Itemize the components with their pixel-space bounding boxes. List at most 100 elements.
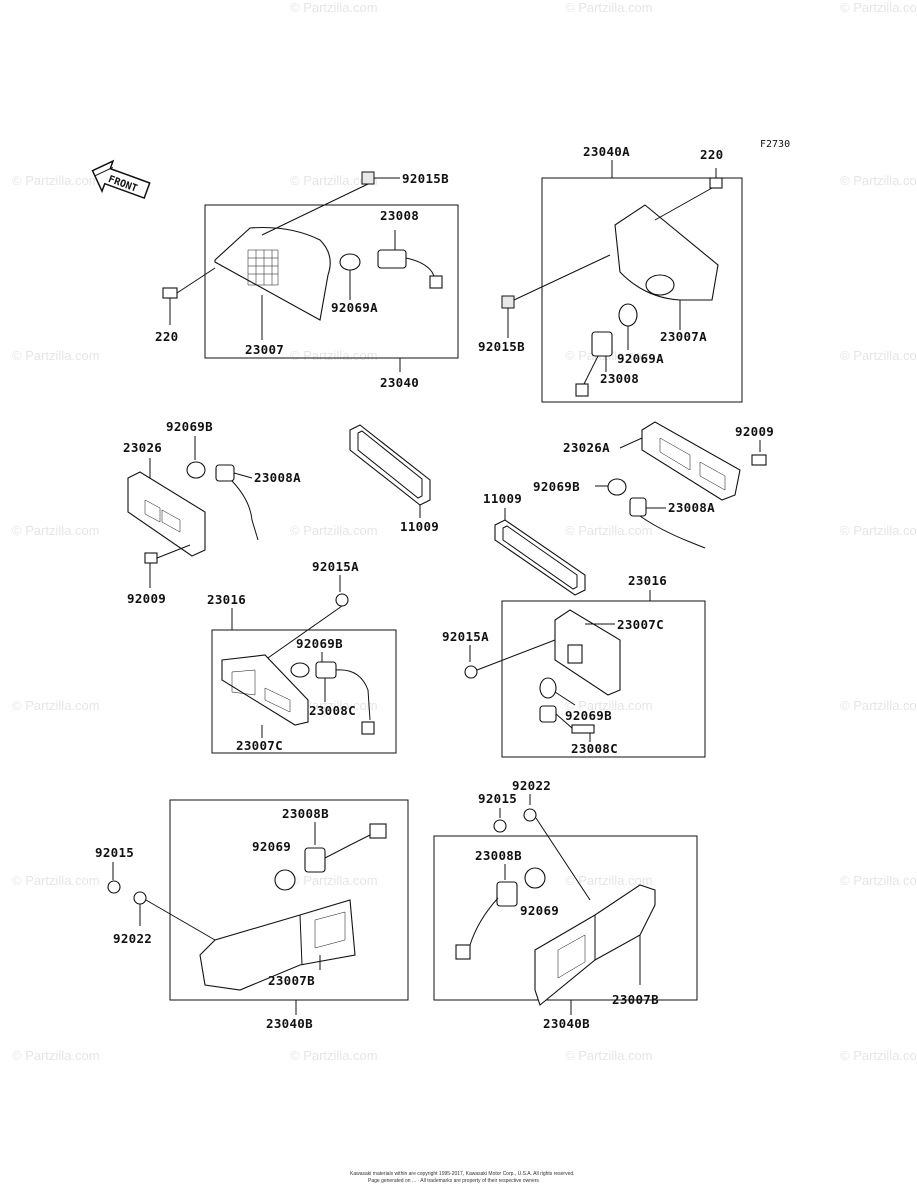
nut-92015A: [335, 593, 349, 607]
nut-92015: [107, 880, 121, 894]
watermark: © Partzilla.com: [840, 0, 917, 15]
wire: [335, 669, 371, 721]
leader: [654, 168, 717, 221]
watermark-layer: © Partzilla.com © Partzilla.com © Partzi…: [12, 0, 917, 1063]
part-label-23040B: 23040B: [266, 1016, 313, 1031]
watermark: © Partzilla.com: [12, 1048, 100, 1063]
lens-pattern: [557, 934, 586, 979]
part-label-23008: 23008: [380, 208, 419, 223]
nut-92015A: [464, 665, 478, 679]
screw-220: [709, 177, 723, 189]
screw-220: [162, 287, 178, 299]
wire: [639, 507, 706, 549]
leader: [264, 605, 343, 661]
part-label-92015A: 92015A: [442, 629, 489, 644]
socket-23008: [377, 249, 407, 269]
socket-23008A: [215, 464, 235, 482]
part-label-23016: 23016: [628, 573, 667, 588]
gasket-inner: [357, 430, 423, 499]
lens-pattern: [659, 437, 726, 491]
watermark: © Partzilla.com: [12, 873, 100, 888]
connector: [429, 275, 443, 289]
watermark: © Partzilla.com: [290, 1048, 378, 1063]
watermark: © Partzilla.com: [840, 698, 917, 713]
gasket-inner: [502, 525, 578, 590]
wire: [583, 355, 599, 385]
assembly-23040: 92015B 23008 92069A 220 23007 23040: [155, 171, 459, 390]
watermark: © Partzilla.com: [840, 1048, 917, 1063]
part-label-92069B: 92069B: [533, 479, 580, 494]
connector: [361, 721, 375, 735]
wire: [405, 257, 437, 281]
socket-23008B: [496, 881, 518, 907]
assembly-frame: [433, 835, 698, 1001]
leader: [554, 691, 591, 742]
part-label-92015: 92015: [478, 791, 517, 806]
socket-23008B: [304, 847, 326, 873]
part-label-23040B: 23040B: [543, 1016, 590, 1031]
part-label-92022: 92022: [113, 931, 152, 946]
washer-92022: [133, 891, 147, 905]
part-label-23008B: 23008B: [282, 806, 329, 821]
watermark: © Partzilla.com: [840, 523, 917, 538]
bulb-92069A: [339, 253, 361, 271]
socket-23008: [591, 331, 613, 357]
lens-pattern: [247, 249, 279, 286]
socket-23008C: [315, 661, 337, 679]
copyright-line: Page generated on ... · All trademarks a…: [368, 1178, 539, 1184]
assembly-23040B-b: 92015 92022 23008B 92069 23007B 23040B: [433, 778, 698, 1031]
leader: [507, 254, 611, 338]
part-label-23007C: 23007C: [617, 617, 664, 632]
watermark: © Partzilla.com: [12, 348, 100, 363]
leader: [176, 267, 216, 294]
part-label-92069B: 92069B: [166, 419, 213, 434]
part-label-11009: 11009: [400, 519, 439, 534]
connector: [455, 944, 471, 960]
wire: [231, 472, 259, 541]
part-label-23008: 23008: [600, 371, 639, 386]
watermark: © Partzilla.com: [290, 698, 378, 713]
part-label-92009: 92009: [735, 424, 774, 439]
part-label-92015: 92015: [95, 845, 134, 860]
reflector-23026A: [641, 421, 741, 501]
front-arrow-icon: FRONT: [91, 159, 151, 199]
part-label-23008C: 23008C: [571, 741, 618, 756]
lens-pattern: [231, 669, 291, 713]
part-label-23008C: 23008C: [309, 703, 356, 718]
part-label-220: 220: [700, 147, 723, 162]
assembly-23026: 92069B 23026 23008A 92009: [123, 419, 301, 606]
wire: [469, 897, 499, 946]
watermark: © Partzilla.com: [12, 698, 100, 713]
part-label-23026: 23026: [123, 440, 162, 455]
figure-id: F2730: [760, 139, 790, 150]
assembly-23040A: 23040A 220 92015B 23007A 92069A 23008: [478, 144, 743, 403]
part-label-92069: 92069: [252, 839, 291, 854]
assembly-frame: [204, 204, 459, 359]
lamp-boss: [567, 644, 583, 664]
watermark: © Partzilla.com: [290, 0, 378, 15]
bulb-92069B: [607, 478, 627, 496]
leader: [605, 300, 681, 372]
screw-92009: [751, 454, 767, 466]
part-label-92022: 92022: [512, 778, 551, 793]
nut-92015: [493, 819, 507, 833]
watermark: © Partzilla.com: [565, 523, 653, 538]
part-label-92015B: 92015B: [478, 339, 525, 354]
part-label-92015B: 92015B: [402, 171, 449, 186]
watermark: © Partzilla.com: [290, 873, 378, 888]
part-label-23040: 23040: [380, 375, 419, 390]
wire: [324, 834, 371, 859]
socket-23008C: [539, 705, 557, 723]
watermark: © Partzilla.com: [12, 173, 100, 188]
part-label-23007B: 23007B: [268, 973, 315, 988]
watermark: © Partzilla.com: [565, 0, 653, 15]
socket-23008A: [629, 497, 647, 517]
assembly-frame: [169, 799, 409, 1001]
leader: [149, 436, 196, 480]
part-label-23008B: 23008B: [475, 848, 522, 863]
lens-pattern: [144, 499, 181, 533]
part-label-23008A: 23008A: [254, 470, 301, 485]
watermark: © Partzilla.com: [565, 1048, 653, 1063]
part-label-92069A: 92069A: [331, 300, 378, 315]
leader: [139, 899, 216, 941]
